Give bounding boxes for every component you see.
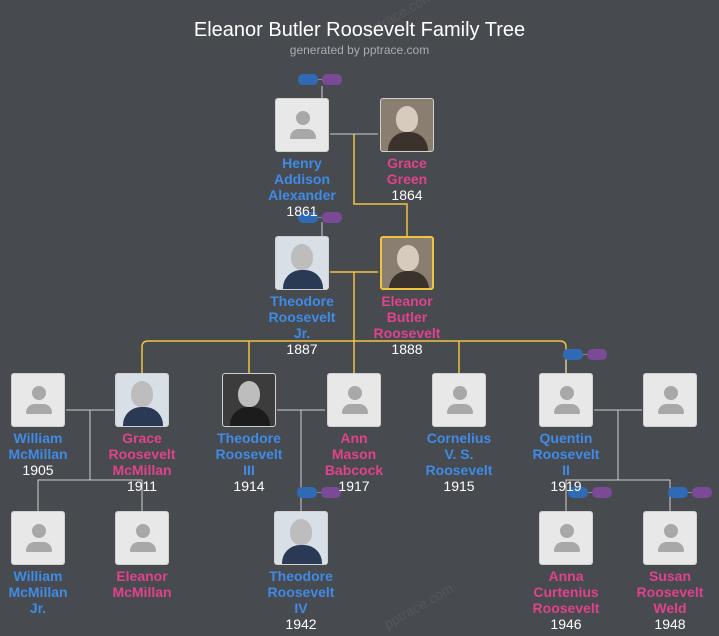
avatar-placeholder-icon [11,373,65,427]
expand-ancestors-badge[interactable] [563,349,607,361]
person-photo [274,511,328,565]
avatar-placeholder-icon [11,511,65,565]
person-name: Henry Addison Alexander [268,155,336,203]
person-name: Theodore Roosevelt IV [267,568,335,616]
page-subtitle: generated by pptrace.com [289,43,430,57]
person-birth-year: 1887 [286,341,318,357]
person-card-grace-roosevelt-mcmillan[interactable]: Grace Roosevelt McMillan 1911 [107,373,177,494]
person-name: Cornelius V. S. Roosevelt [425,430,493,478]
person-photo [275,236,329,290]
person-card-susan-roosevelt-weld[interactable]: Susan Roosevelt Weld 1948 [635,511,705,632]
person-birth-year: 1942 [285,616,317,632]
person-birth-year: 1905 [22,462,54,478]
person-birth-year: 1948 [654,616,686,632]
person-photo [380,98,434,152]
person-card-quentin-spouse[interactable] [635,373,705,427]
avatar-placeholder-icon [539,373,593,427]
person-name: William McMillan Jr. [8,568,68,616]
person-name: William McMillan [8,430,68,462]
person-birth-year: 1919 [550,478,582,494]
avatar-placeholder-icon [643,373,697,427]
person-photo [115,373,169,427]
person-photo [222,373,276,427]
person-card-ann-mason-babcock[interactable]: Ann Mason Babcock 1917 [319,373,389,494]
expand-ancestors-badge[interactable] [297,487,341,499]
person-name: Grace Roosevelt McMillan [108,430,176,478]
person-birth-year: 1911 [126,478,158,494]
person-name: Eleanor Butler Roosevelt [373,293,441,341]
expand-ancestors-badge[interactable] [568,487,612,499]
person-card-cornelius-roosevelt[interactable]: Cornelius V. S. Roosevelt 1915 [424,373,494,494]
person-card-anna-curtenius-roosevelt[interactable]: Anna Curtenius Roosevelt 1946 [531,511,601,632]
person-name: Theodore Roosevelt III [215,430,283,478]
person-photo [380,236,434,290]
person-name: Theodore Roosevelt Jr. [268,293,336,341]
person-name: Grace Green [386,155,428,187]
person-card-grace-green[interactable]: Grace Green 1864 [372,98,442,203]
person-card-theodore-roosevelt-iv[interactable]: Theodore Roosevelt IV 1942 [266,511,336,632]
avatar-placeholder-icon [115,511,169,565]
person-card-theodore-roosevelt-jr[interactable]: Theodore Roosevelt Jr. 1887 [267,236,337,357]
person-name: Susan Roosevelt Weld [636,568,704,616]
person-birth-year: 1915 [443,478,475,494]
avatar-placeholder-icon [275,98,329,152]
person-card-eleanor-mcmillan[interactable]: Eleanor McMillan [107,511,177,600]
avatar-placeholder-icon [327,373,381,427]
person-card-william-mcmillan[interactable]: William McMillan 1905 [3,373,73,478]
person-card-quentin-roosevelt-ii[interactable]: Quentin Roosevelt II 1919 [531,373,601,494]
expand-ancestors-badge[interactable] [298,212,342,224]
person-birth-year: 1888 [391,341,423,357]
person-birth-year: 1946 [550,616,582,632]
person-birth-year: 1864 [391,187,423,203]
expand-ancestors-badge[interactable] [668,487,712,499]
person-name: Quentin Roosevelt II [532,430,600,478]
person-birth-year: 1914 [233,478,265,494]
avatar-placeholder-icon [643,511,697,565]
avatar-placeholder-icon [432,373,486,427]
expand-ancestors-badge[interactable] [298,74,342,86]
avatar-placeholder-icon [539,511,593,565]
person-card-william-mcmillan-jr[interactable]: William McMillan Jr. [3,511,73,616]
person-name: Ann Mason Babcock [324,430,384,478]
person-birth-year: 1861 [286,203,318,219]
page-title: Eleanor Butler Roosevelt Family Tree [193,19,526,41]
person-card-eleanor-butler-roosevelt[interactable]: Eleanor Butler Roosevelt 1888 [372,236,442,357]
person-name: Eleanor McMillan [112,568,172,600]
person-birth-year: 1917 [338,478,370,494]
person-card-henry-addison-alexander[interactable]: Henry Addison Alexander 1861 [267,98,337,219]
person-name: Anna Curtenius Roosevelt [532,568,600,616]
person-card-theodore-roosevelt-iii[interactable]: Theodore Roosevelt III 1914 [214,373,284,494]
